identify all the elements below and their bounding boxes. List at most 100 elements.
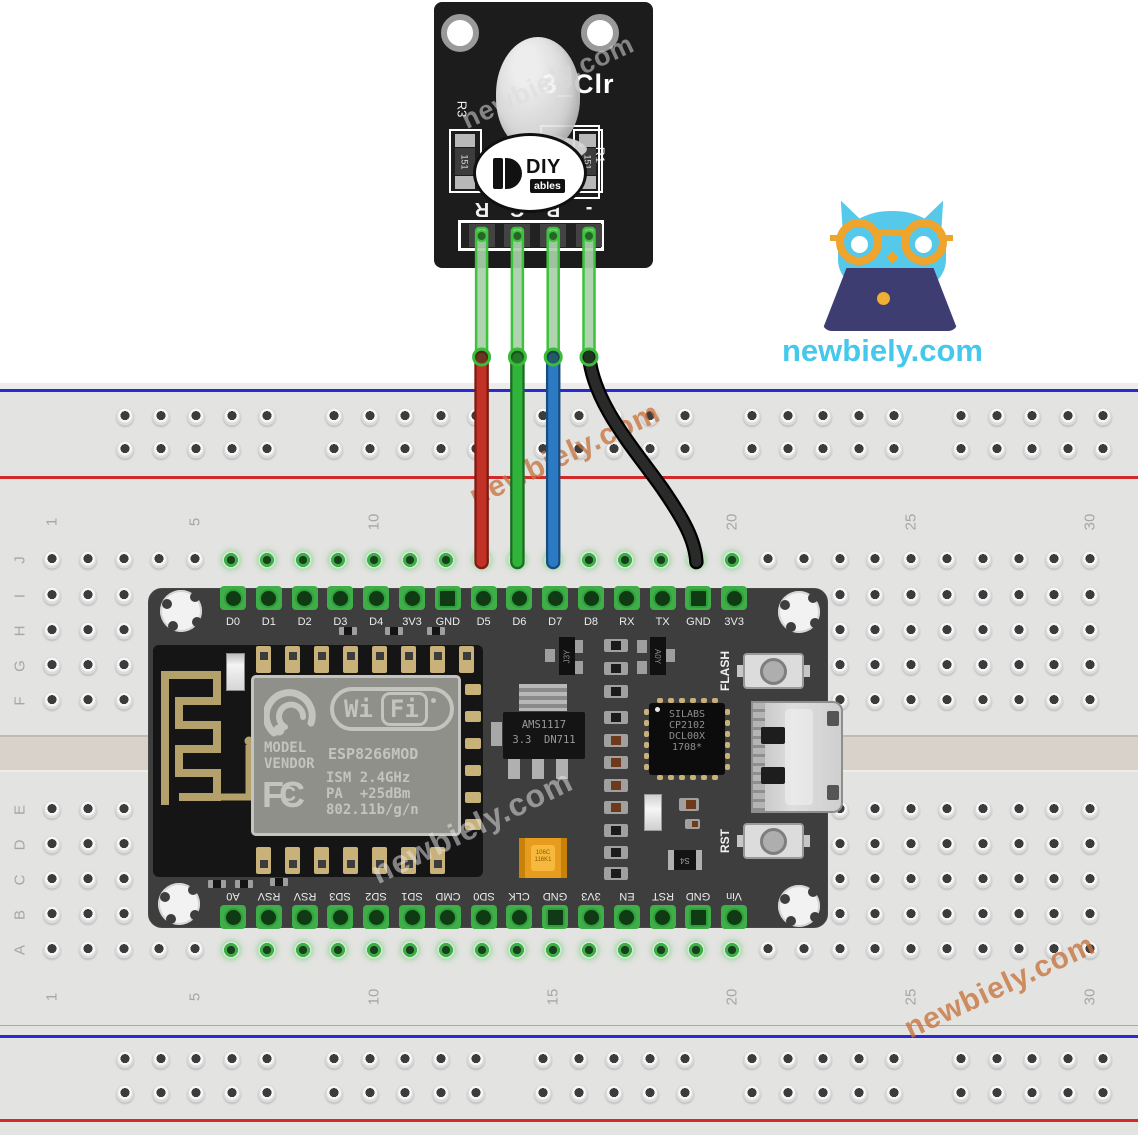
regulator-leg bbox=[556, 757, 568, 779]
breadboard-hole bbox=[974, 871, 992, 889]
breadboard-hole bbox=[294, 551, 312, 569]
breadboard-hole bbox=[401, 551, 419, 569]
board-mount-hole bbox=[778, 885, 820, 927]
power-rail-hole bbox=[988, 1051, 1005, 1069]
breadboard-hole bbox=[115, 871, 133, 889]
esp-pin-label: SD0 bbox=[472, 890, 495, 902]
shield-spec-line: ISM 2.4GHz bbox=[326, 770, 411, 786]
power-rail-hole bbox=[116, 1085, 134, 1103]
breadboard-hole bbox=[974, 836, 992, 854]
owl-laptop bbox=[822, 268, 958, 331]
esp-pin-hole bbox=[438, 907, 458, 927]
smd-link bbox=[235, 880, 253, 888]
power-rail-hole bbox=[325, 441, 343, 459]
esp-pin-hole bbox=[366, 588, 386, 608]
esp-pin-label: D5 bbox=[476, 616, 491, 628]
board-mount-hole bbox=[158, 883, 200, 925]
module-edge-pad bbox=[465, 792, 481, 803]
breadboard-hole bbox=[866, 657, 884, 675]
smd-chip-center bbox=[611, 736, 621, 745]
power-rail-hole bbox=[152, 1085, 169, 1103]
power-rail-hole bbox=[1094, 441, 1112, 459]
esp-pin-pad bbox=[255, 586, 282, 610]
row-letter-label: C bbox=[11, 874, 29, 886]
breadboard-hole bbox=[43, 622, 61, 640]
esp-pin-label: D1 bbox=[261, 616, 276, 628]
column-number-label: 5 bbox=[186, 517, 204, 527]
power-rail-hole bbox=[814, 408, 832, 426]
transistor-pad bbox=[573, 640, 583, 653]
owl-glasses-lens bbox=[836, 219, 882, 265]
smd-chip bbox=[604, 685, 628, 698]
regulator-label-line1: AMS1117 bbox=[521, 719, 567, 731]
power-rail-hole bbox=[605, 1051, 623, 1069]
esp-pin-label: D6 bbox=[512, 616, 527, 628]
tantalum-capacitor: 106C 116K1 bbox=[519, 838, 567, 878]
module-edge-pad-hole bbox=[376, 652, 384, 660]
esp-pin-hole bbox=[688, 588, 708, 608]
chip-stub bbox=[657, 698, 663, 703]
regulator-label-line2: 3.3 DN711 bbox=[512, 734, 576, 746]
breadboard-hole bbox=[79, 551, 97, 569]
breadboard-hole bbox=[831, 587, 849, 605]
esp-pin-hole bbox=[295, 588, 315, 608]
breadboard-hole bbox=[1081, 551, 1099, 569]
shield-spec-line: PA +25dBm bbox=[326, 786, 411, 802]
wifi-badge-right-box: Fi bbox=[380, 692, 428, 726]
esp-pin-hole bbox=[545, 907, 565, 927]
row-letter-label: I bbox=[11, 593, 29, 599]
power-rail-hole bbox=[325, 1051, 343, 1069]
power-rail-hole bbox=[885, 441, 903, 459]
breadboard-hole bbox=[831, 836, 849, 854]
breadboard-hole bbox=[974, 551, 992, 569]
column-number-label: 20 bbox=[723, 988, 741, 1006]
breadboard-hole bbox=[365, 941, 383, 959]
power-rail-hole bbox=[534, 1085, 552, 1103]
smd-chip bbox=[604, 779, 628, 792]
esp-pin-hole bbox=[295, 907, 315, 927]
owl-laptop-dot bbox=[877, 292, 890, 305]
esp-pin-hole bbox=[330, 907, 350, 927]
module-edge-pad-hole bbox=[434, 652, 442, 660]
s4-component: S4 bbox=[668, 850, 702, 870]
module-edge-pad bbox=[314, 847, 329, 874]
esp-pin-hole bbox=[724, 588, 744, 608]
diyables-glyph bbox=[505, 158, 522, 189]
smd-chip-center bbox=[611, 687, 621, 696]
module-edge-pad-hole bbox=[289, 652, 297, 660]
breadboard-hole bbox=[938, 836, 956, 854]
breadboard-hole bbox=[938, 692, 956, 710]
power-rail-hole bbox=[325, 408, 343, 426]
module-edge-pad-hole bbox=[376, 860, 384, 868]
chip-stub bbox=[712, 698, 718, 703]
esp-pin-label: Vin bbox=[726, 890, 743, 902]
power-rail-hole bbox=[988, 1085, 1005, 1103]
power-rail-hole bbox=[432, 1085, 449, 1103]
power-rail-hole bbox=[116, 441, 134, 459]
module-mount-hole bbox=[581, 14, 619, 52]
regulator-stripes bbox=[519, 684, 567, 711]
column-number-label: 1 bbox=[43, 517, 61, 527]
power-rail-hole bbox=[187, 441, 205, 459]
module-edge-pad bbox=[343, 847, 358, 874]
esp-pin-pad bbox=[578, 586, 604, 610]
chip-stub bbox=[644, 753, 649, 759]
breadboard-hole bbox=[938, 551, 956, 569]
esp-pin-hole bbox=[474, 907, 494, 927]
power-rail-hole bbox=[152, 1051, 169, 1069]
power-rail-hole bbox=[570, 408, 587, 426]
esp-pin-pad bbox=[542, 586, 569, 610]
column-number-label: 10 bbox=[365, 988, 383, 1006]
power-rail-hole bbox=[361, 408, 378, 426]
top-rail-blue-line bbox=[0, 389, 1138, 392]
led-body bbox=[496, 37, 580, 151]
breadboard-hole bbox=[79, 836, 97, 854]
esp-pin-pad bbox=[220, 586, 246, 610]
breadboard-hole bbox=[902, 587, 920, 605]
module-edge-pad-hole bbox=[260, 652, 268, 660]
breadboard-hole bbox=[43, 871, 61, 889]
transistor-pad bbox=[637, 661, 647, 674]
power-rail-hole bbox=[779, 408, 796, 426]
chip-stub bbox=[644, 720, 649, 726]
breadboard-hole bbox=[115, 551, 133, 569]
